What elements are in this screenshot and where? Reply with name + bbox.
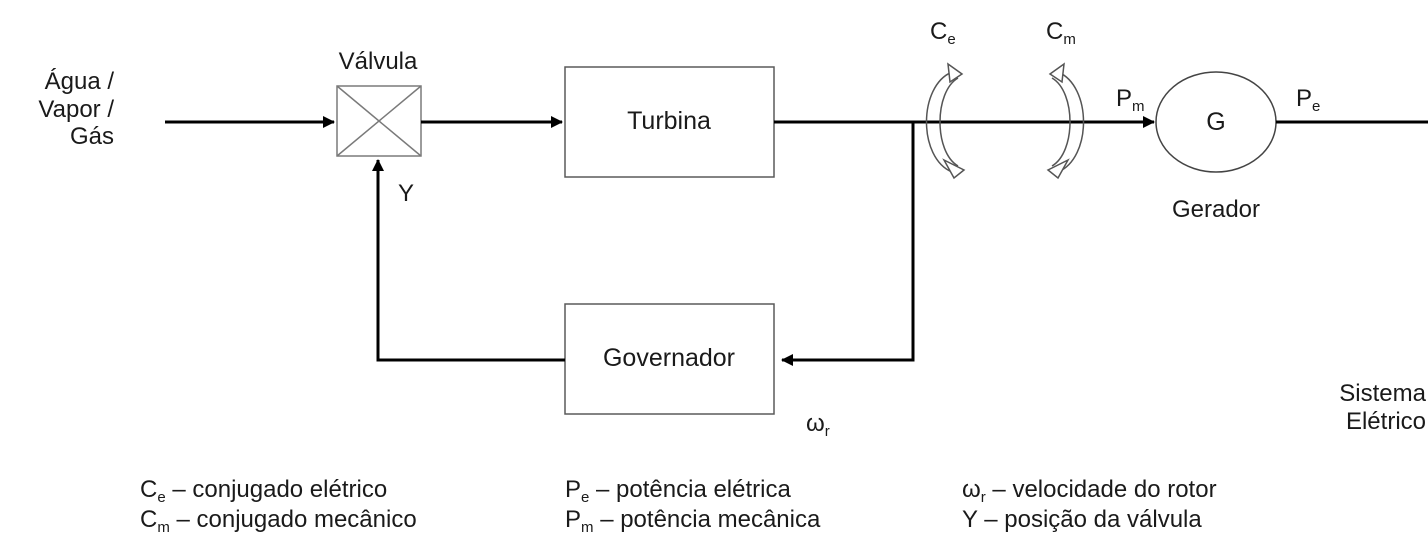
legend-item: Ce – conjugado elétrico <box>140 476 388 506</box>
mechanical-power-label: Pm <box>1116 85 1145 115</box>
governor-to-valve-line <box>372 159 565 362</box>
speed-feedback-line <box>781 122 915 366</box>
system-line-1: Sistema <box>1339 380 1426 407</box>
legend-column-speed: ωr – velocidade do rotor Y – posição da … <box>962 476 1217 534</box>
input-line-steam: Vapor / <box>38 95 114 123</box>
legend-item: Cm – conjugado mecânico <box>140 506 417 537</box>
legend-item: Y – posição da válvula <box>962 506 1202 534</box>
legend-item: ωr – velocidade do rotor <box>962 476 1217 506</box>
valve-label: Válvula <box>338 48 418 75</box>
legend-item: Pm – potência mecânica <box>565 506 821 537</box>
turbine-label: Turbina <box>627 107 711 135</box>
generator-label: Gerador <box>1171 196 1261 223</box>
valve-block <box>336 85 422 157</box>
governor-label: Governador <box>602 344 736 372</box>
electric-power-label: Pe <box>1296 85 1321 115</box>
governor-block <box>564 303 775 415</box>
legend-column-power: Pe – potência elétrica Pm – potência mec… <box>565 476 820 537</box>
mechanical-torque-label: Cm <box>1046 18 1076 48</box>
electric-torque-arrow <box>925 62 966 180</box>
mechanical-torque-arrow <box>1046 62 1085 180</box>
legend-column-torque: Ce – conjugado elétrico Cm – conjugado m… <box>140 476 417 537</box>
electric-torque-label: Ce <box>930 18 956 48</box>
input-label: Água / Vapor / Gás <box>14 68 114 151</box>
input-line-water: Água / <box>44 68 114 95</box>
rotor-speed-label: ωr <box>806 410 830 440</box>
input-line-gas: Gás <box>69 123 114 151</box>
valve-output-label: Y <box>398 180 415 207</box>
turbine-block <box>564 66 775 178</box>
legend-item: Pe – potência elétrica <box>565 476 791 506</box>
generator-symbol: G <box>1206 108 1226 136</box>
system-line-2: Elétrico <box>1345 407 1426 435</box>
electric-system-label: Sistema Elétrico <box>1300 380 1426 435</box>
